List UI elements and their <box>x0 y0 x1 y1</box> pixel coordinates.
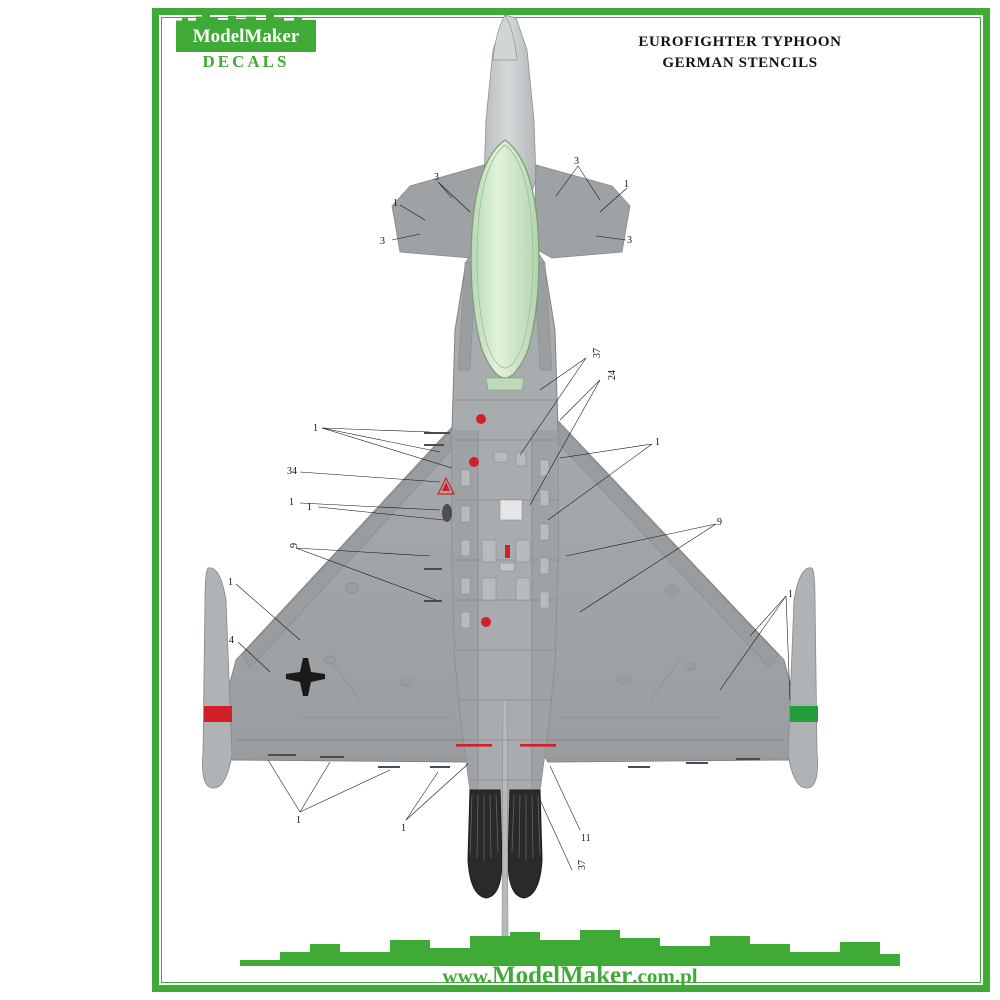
title-line-2: GERMAN STENCILS <box>662 55 818 71</box>
callout-37-lower: 37 <box>577 860 588 870</box>
brand-logo: ModelMaker DECALS <box>176 14 316 74</box>
micro-stencils <box>268 432 760 768</box>
callout-1-bottom-left: 1 <box>296 815 301 826</box>
footer-website-url: www.ModelMaker.com.pl <box>240 962 900 990</box>
logo-wordmark: ModelMaker <box>176 25 316 49</box>
callout-3-canard-left-lower: 3 <box>380 236 385 247</box>
engine-nozzle-right <box>507 789 543 899</box>
callout-37-upper: 37 <box>592 348 603 358</box>
callout-1-bottom-center: 1 <box>401 823 406 834</box>
logo-word-maker: Maker <box>244 26 300 47</box>
balkenkreuz-marking <box>286 658 325 696</box>
sheet-border-inner <box>161 17 981 983</box>
wingtip-light-right-green <box>790 706 818 722</box>
footer-url-suffix: .com.pl <box>632 964 698 988</box>
wing-access-hatches <box>323 582 697 687</box>
red-stencil-line-left <box>456 744 492 747</box>
canopy-inner-line <box>476 144 534 369</box>
wingtip-pod-left <box>202 567 233 789</box>
logo-plate <box>176 22 316 52</box>
callout-11: 11 <box>581 833 591 844</box>
callout-1-left-forward: 1 <box>313 423 318 434</box>
fuselage-shade-right <box>532 430 558 810</box>
footer-skyline-icon <box>240 930 900 966</box>
callout-1-left-mid-b: 1 <box>307 502 312 513</box>
ejection-warning-triangle <box>437 476 455 495</box>
wingtip-light-left-red <box>204 706 232 722</box>
footer-url-model: Model <box>492 962 561 989</box>
callout-3-canard-right: 3 <box>574 156 579 167</box>
airframe <box>202 14 818 947</box>
page-title: EUROFIGHTER TYPHOON GERMAN STENCILS <box>560 32 920 74</box>
logo-subtitle: DECALS <box>202 52 290 71</box>
tail-spike <box>501 699 509 947</box>
red-stencil-line-right <box>520 744 556 747</box>
callout-1-left-outer: 1 <box>228 577 233 588</box>
callout-34: 34 <box>287 466 297 477</box>
engine-nozzle-left <box>467 789 503 899</box>
callout-3-canard-left: 3 <box>434 172 439 183</box>
callout-24: 24 <box>607 370 618 380</box>
stencil-panels <box>460 451 550 629</box>
callout-leader-lines <box>235 165 791 871</box>
callout-3-canard-right-lower: 3 <box>627 235 632 246</box>
canard-right <box>533 164 631 259</box>
red-dot-3 <box>481 617 491 627</box>
logo-skyline-icon <box>176 14 316 24</box>
callout-1-canard-left: 1 <box>393 198 398 209</box>
red-dot-1 <box>476 414 486 424</box>
placard-stencil <box>499 562 515 572</box>
title-line-1: EUROFIGHTER TYPHOON <box>638 34 842 50</box>
footer-url-prefix: www. <box>442 964 492 988</box>
red-stencil-block <box>505 545 510 558</box>
footer-url-maker: Maker <box>560 962 633 989</box>
wingtip-pod-right <box>787 567 818 789</box>
dark-stencil-oval <box>442 504 452 522</box>
callout-9-left: 9 <box>289 543 300 548</box>
callout-1-right-forward: 1 <box>655 437 660 448</box>
callout-1-left-mid-a: 1 <box>289 497 294 508</box>
callout-1-canard-right: 1 <box>624 179 629 190</box>
canopy-aft-fairing <box>485 377 525 391</box>
callout-4: 4 <box>229 635 234 646</box>
callout-1-right-outer: 1 <box>788 589 793 600</box>
nozzle-petals <box>469 794 541 860</box>
callout-9-right: 9 <box>717 517 722 528</box>
logo-word-model: Model <box>192 26 245 47</box>
canopy <box>470 139 540 379</box>
radome <box>492 14 518 61</box>
red-dot-2 <box>469 457 479 467</box>
